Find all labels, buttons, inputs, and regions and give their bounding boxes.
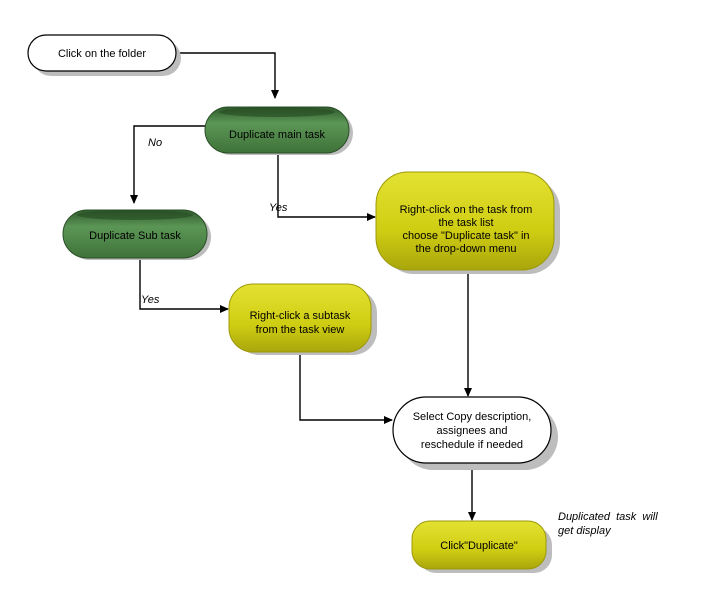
node-click-folder-line-1: Click on the folder (58, 48, 146, 60)
edge-main-to-sub-no (130, 125, 205, 204)
node-select-copy-line-3: reschedule if needed (421, 439, 523, 451)
node-rightclick-task-list-line-2: the task list (438, 217, 493, 229)
node-rightclick-task-list-line-1: Right-click on the task from (400, 204, 533, 216)
node-rightclick-subtask: Right-click a subtask from the task view (228, 283, 377, 355)
note-line-2: get display (558, 525, 612, 537)
node-select-copy-line-1: Select Copy description, (413, 411, 532, 423)
edge-label-yes-main: Yes (269, 202, 288, 214)
node-rightclick-subtask-line-1: Right-click a subtask (250, 310, 351, 322)
edge-label-yes-sub: Yes (141, 294, 160, 306)
node-click-folder: Click on the folder (27, 34, 181, 76)
node-click-duplicate-line-1: Click"Duplicate" (440, 540, 518, 552)
node-duplicate-main-task-line-1: Duplicate main task (229, 129, 325, 141)
edge-main-to-rightclick-yes (277, 155, 376, 221)
edge-start-to-main (175, 52, 279, 99)
connectors (130, 52, 476, 521)
node-rightclick-subtask-line-2: from the task view (256, 324, 345, 336)
edge-rightclick-subtask-to-select (299, 355, 393, 424)
node-rightclick-task-list: Right-click on the task from the task li… (375, 171, 560, 274)
edge-sub-to-rightclick-subtask-yes (139, 258, 229, 313)
node-duplicate-main-task: Duplicate main task (204, 106, 353, 155)
node-duplicate-sub-task: Duplicate Sub task (62, 209, 211, 260)
node-duplicate-sub-task-line-1: Duplicate Sub task (89, 230, 181, 242)
node-rightclick-task-list-line-3: choose "Duplicate task" in (402, 230, 529, 242)
note-duplicated-task: Duplicated task will get display (558, 511, 658, 537)
node-rightclick-task-list-line-4: the drop-down menu (416, 243, 517, 255)
node-select-copy-line-2: assignees and (437, 425, 508, 437)
edge-label-no: No (148, 137, 162, 149)
node-select-copy: Select Copy description, assignees and r… (392, 396, 558, 470)
node-click-duplicate: Click"Duplicate" (411, 520, 552, 573)
note-line-1: Duplicated task will (558, 511, 658, 523)
